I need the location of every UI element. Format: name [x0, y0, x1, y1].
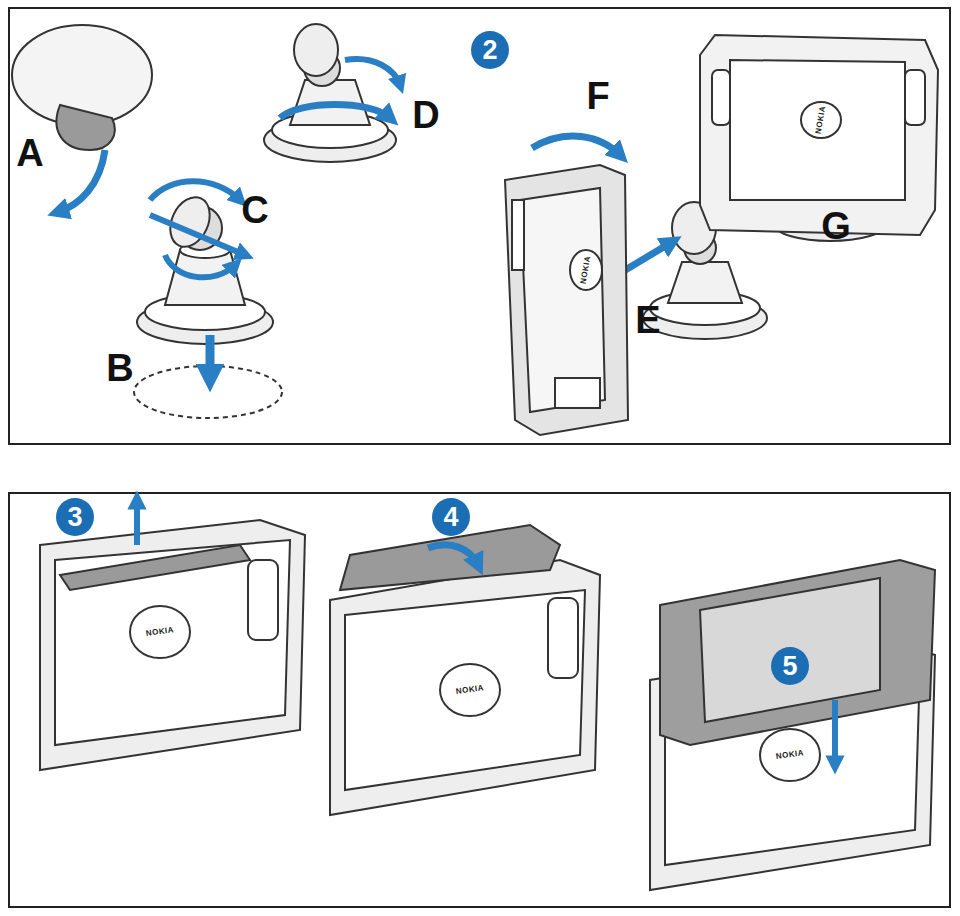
step-number-circle: 2 — [471, 31, 509, 69]
top-panel — [9, 8, 950, 444]
adhesive-disc — [12, 25, 152, 150]
part-letter: B — [106, 349, 133, 387]
suction-mount — [134, 191, 282, 418]
bottom-panel — [9, 493, 950, 907]
step-number-circle: 5 — [771, 647, 809, 685]
holder-with-phone — [650, 560, 935, 890]
holder-on-mount — [700, 35, 938, 241]
step-number: 4 — [443, 504, 458, 531]
phone-holder — [505, 165, 628, 435]
step-number: 2 — [482, 37, 497, 64]
part-letter: G — [821, 207, 851, 245]
part-letter: F — [586, 77, 609, 115]
phone-holder — [330, 525, 600, 815]
part-letter: E — [635, 301, 660, 339]
step-number-circle: 3 — [56, 498, 94, 536]
part-letter: D — [412, 96, 439, 134]
step-number: 5 — [782, 653, 797, 680]
step-number-circle: 4 — [432, 498, 470, 536]
part-letter: C — [241, 191, 268, 229]
suction-mount-locked — [264, 24, 396, 162]
step-number: 3 — [67, 504, 82, 531]
part-letter: A — [16, 134, 43, 172]
phone-holder — [40, 520, 305, 770]
